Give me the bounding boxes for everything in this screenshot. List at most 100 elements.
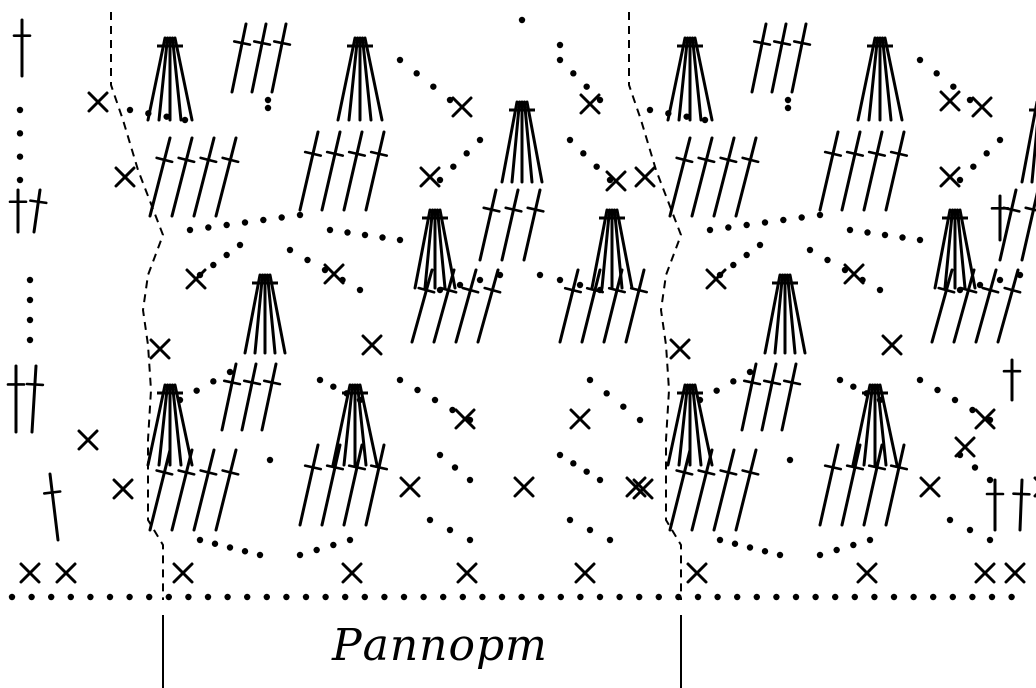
chain-dot: [316, 376, 324, 384]
dc-fan-up: [933, 208, 977, 290]
dc-stitch: [750, 22, 768, 94]
chain-dot: [263, 593, 270, 601]
chain-dot: [570, 460, 577, 467]
chain-dot: [205, 224, 212, 231]
chain-dot: [683, 113, 690, 120]
dc-stitch: [770, 22, 788, 94]
dc-stitch: [884, 443, 906, 527]
dc-stitch: [773, 273, 784, 355]
chain-dot: [106, 593, 114, 601]
repeat-boundaries: [110, 12, 683, 688]
chain-dot: [8, 593, 16, 601]
chain-dot: [701, 116, 709, 124]
chain-dot: [976, 281, 984, 289]
dc-bar: [959, 286, 978, 294]
dc-bar: [347, 150, 367, 157]
dc-shell-group: [410, 268, 502, 344]
dc-stitch: [615, 208, 634, 290]
dc-bar: [199, 156, 218, 164]
chain-dot: [211, 540, 219, 547]
dc-bar: [1003, 286, 1022, 294]
dc-fan-up: [146, 36, 194, 122]
chain-dot: [881, 231, 889, 239]
dc-bar: [483, 286, 502, 294]
dc-stitch: [157, 383, 169, 467]
dc-bar: [303, 464, 323, 471]
dc-bar: [221, 469, 240, 476]
dc-bar: [177, 156, 196, 164]
chain-dot: [714, 593, 721, 601]
dc-stitch: [666, 383, 687, 467]
single-crochet-x: [399, 476, 421, 498]
single-crochet-x: [605, 170, 627, 192]
chain-dot: [431, 396, 439, 404]
chain-dot: [557, 593, 564, 601]
chain-dot: [566, 136, 574, 144]
chain-dot: [16, 153, 24, 160]
chain-dot: [934, 386, 941, 394]
dc-shell-group: [478, 188, 545, 262]
chain-dot: [916, 376, 924, 384]
chain-dot: [518, 593, 525, 601]
chain-dot: [743, 221, 750, 229]
chain-dot: [753, 593, 760, 601]
dc-stitch: [996, 268, 1020, 344]
dc-shell-group: [668, 448, 760, 532]
dc-bar: [325, 464, 345, 471]
single-crochet-x: [77, 429, 99, 451]
chain-dot: [466, 476, 474, 484]
dc-stitch: [690, 448, 714, 532]
chain-dot: [580, 150, 587, 157]
chain-dot: [956, 176, 964, 184]
dc-stitch: [170, 448, 194, 532]
chain-dot: [746, 544, 754, 551]
chain-dot: [566, 516, 574, 524]
dc-bar: [889, 464, 909, 471]
dc-stitch: [974, 268, 998, 344]
chain-dot: [583, 468, 590, 475]
dc-fan-up: [336, 36, 384, 122]
chain-dot: [556, 56, 564, 64]
chain-dot: [620, 403, 627, 410]
dc-bar: [222, 379, 242, 386]
dc-stitch: [423, 208, 434, 290]
single-crochet-x: [513, 476, 535, 498]
dc-fan-up: [146, 383, 194, 467]
chain-dot: [430, 83, 437, 90]
dc-stitch: [668, 136, 692, 218]
chain-dot: [266, 456, 274, 464]
dc-bar: [675, 156, 694, 164]
single-crochet-x: [939, 90, 961, 112]
dc-stitch: [790, 22, 808, 94]
dc-stitch: [691, 383, 703, 467]
dc-stitch: [500, 188, 520, 262]
chain-dot: [146, 593, 153, 601]
dc-bar: [563, 286, 583, 294]
dc-stitch: [436, 208, 447, 290]
chain-dot: [396, 376, 404, 384]
dc-stitch: [840, 443, 862, 527]
chain-dot: [899, 234, 906, 241]
dc-shell-group: [148, 448, 240, 532]
single-crochet-x: [323, 263, 345, 285]
dc-bar: [155, 156, 174, 164]
chain-dot: [792, 593, 800, 601]
single-crochet-x: [341, 562, 363, 584]
chain-dot: [204, 593, 212, 601]
dc-stitch: [691, 36, 703, 122]
dc-bar: [719, 469, 738, 476]
chain-dot: [451, 464, 459, 471]
chain-dot: [186, 226, 194, 234]
single-crochet-x: [456, 562, 478, 584]
chain-dot: [866, 536, 874, 544]
chain-dot: [730, 261, 737, 269]
dc-shell-group: [230, 22, 292, 94]
dc-stitch: [356, 383, 368, 467]
chain-dot: [969, 406, 976, 414]
single-crochet-x: [114, 166, 136, 188]
dc-stitch: [476, 268, 500, 344]
dc-stitch: [266, 273, 277, 355]
dc-stitch: [510, 100, 521, 184]
dc-stitch: [157, 36, 169, 122]
